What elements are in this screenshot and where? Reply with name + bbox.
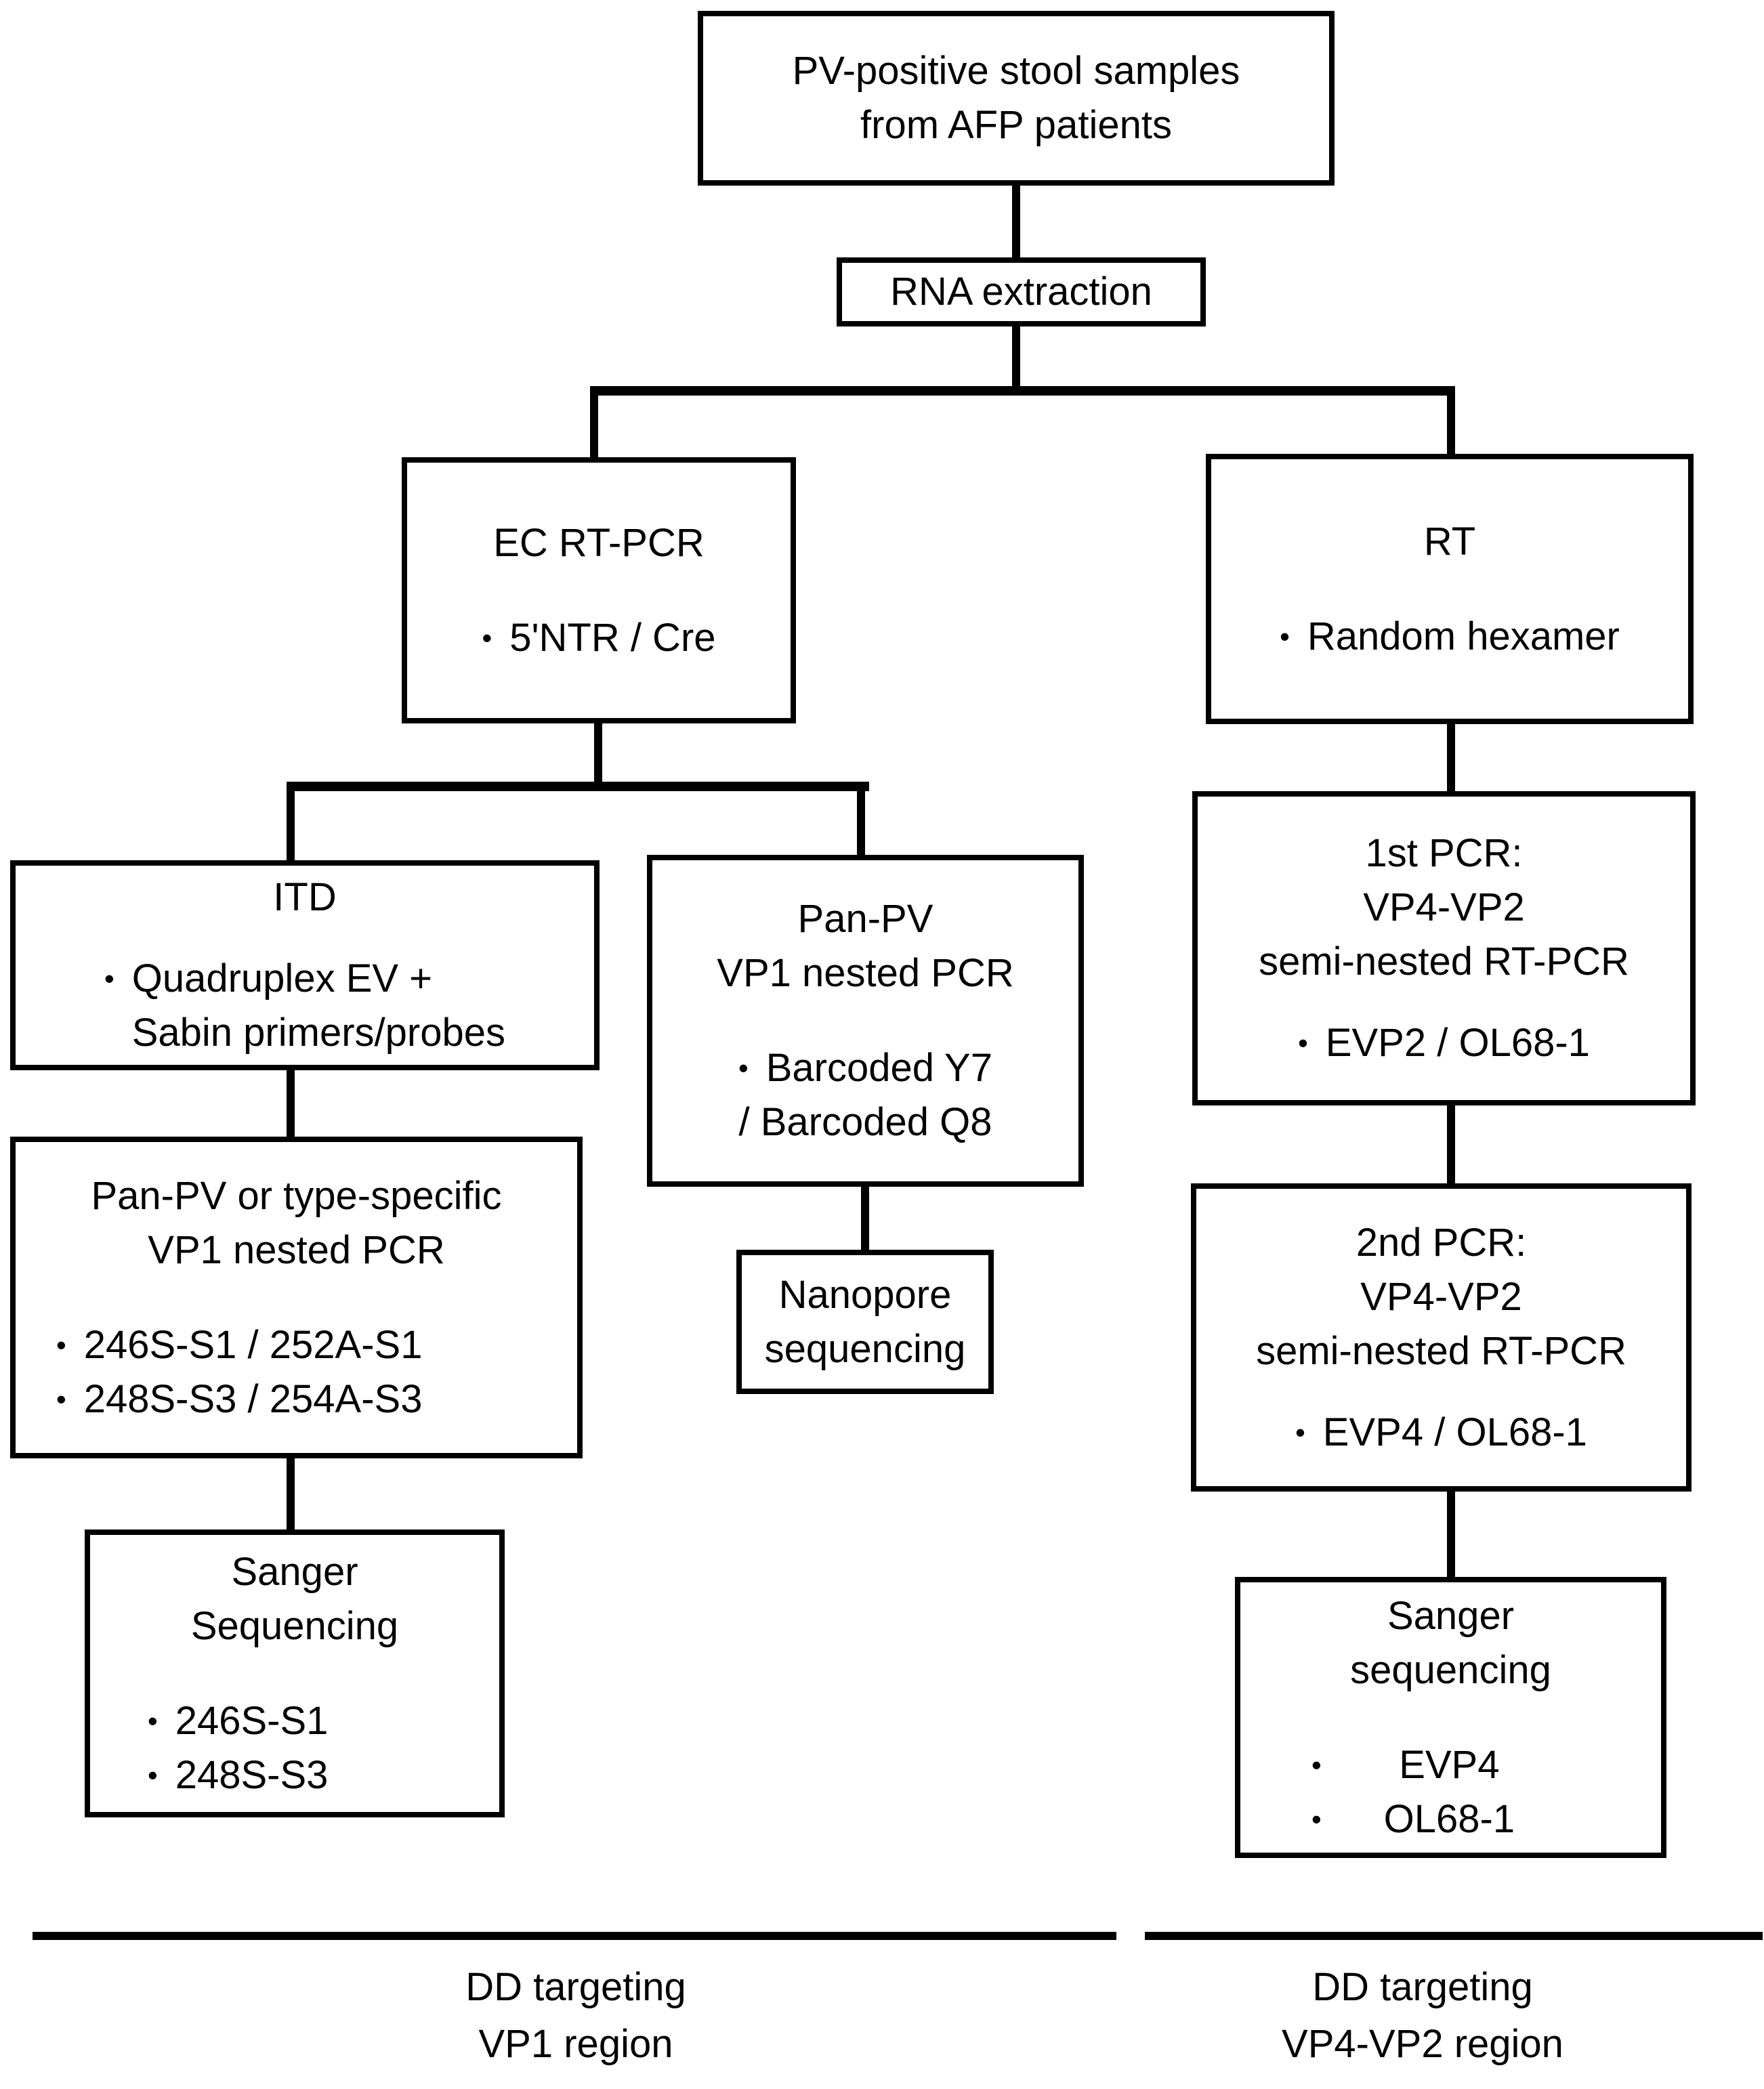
node-title: semi-nested RT-PCR: [1256, 1328, 1626, 1373]
node-text-line: sequencing: [764, 1326, 966, 1371]
node-title: ITD: [273, 875, 337, 919]
bullet-text: 248S-S3 / 254A-S3: [83, 1376, 423, 1421]
bullet-icon: •: [148, 1704, 158, 1737]
connector-second-to-sanger-right: [1447, 1492, 1455, 1580]
connector-ec-to-split2: [594, 723, 602, 786]
node-title: VP4-VP2: [1363, 885, 1525, 929]
node-title: sequencing: [1350, 1647, 1551, 1692]
connector-first-to-second-pcr: [1447, 1105, 1455, 1186]
node-nanopore-sequencing: Nanopore sequencing: [736, 1250, 994, 1394]
node-title: Pan-PV or type-specific: [91, 1173, 502, 1218]
bullet-text: Quadruplex EV + Sabin primers/probes: [132, 952, 505, 1060]
divider-line-right: [1145, 1932, 1763, 1940]
node-title: VP4-VP2: [1360, 1274, 1522, 1319]
connector-split2-to-itd: [287, 791, 295, 863]
divider-line-left: [33, 1932, 1116, 1940]
node-title: Sanger: [231, 1549, 358, 1594]
bullet-text: OL68-1: [1383, 1796, 1515, 1841]
node-sanger-sequencing-right: Sanger sequencing • EVP4 • OL68-1: [1235, 1577, 1666, 1858]
connector-rt-to-first-pcr: [1447, 724, 1455, 794]
bullet-text: 5'NTR / Cre: [509, 615, 716, 660]
bullet-icon: •: [148, 1758, 158, 1791]
footer-label-vp4-vp2: DD targeting VP4-VP2 region: [1185, 1959, 1660, 2073]
footer-label-vp1: DD targeting VP1 region: [339, 1959, 813, 2073]
bullet-item: • 248S-S3: [148, 1748, 328, 1802]
bullet-item: • OL68-1: [1240, 1792, 1661, 1847]
bullet-item: • EVP4 / OL68-1: [1295, 1406, 1587, 1460]
node-ec-rt-pcr: EC RT-PCR • 5'NTR / Cre: [402, 457, 796, 723]
connector-rna-to-split: [1012, 326, 1020, 394]
bullet-item: • 246S-S1 / 252A-S1: [56, 1318, 423, 1372]
bullet-icon: •: [56, 1383, 66, 1415]
footer-text-line: VP4-VP2 region: [1282, 2022, 1563, 2066]
bullet-item: • 248S-S3 / 254A-S3: [56, 1372, 423, 1427]
node-pan-pv-vp1-nested-pcr: Pan-PV VP1 nested PCR • Barcoded Y7 / Ba…: [647, 855, 1084, 1187]
connector-pantype-to-sanger-left: [287, 1458, 295, 1532]
bullet-text-line: Quadruplex EV +: [131, 956, 433, 1000]
connector-split-to-rt: [1447, 396, 1455, 457]
footer-text-line: DD targeting: [465, 1965, 686, 2009]
bullet-text: 248S-S3: [175, 1752, 329, 1797]
node-rt: RT • Random hexamer: [1206, 454, 1694, 724]
node-itd: ITD • Quadruplex EV + Sabin primers/prob…: [10, 860, 600, 1070]
footer-text-line: VP1 region: [478, 2022, 673, 2066]
connector-split2-to-panpv: [857, 791, 865, 858]
node-text-line: PV-positive stool samples: [792, 49, 1240, 93]
bullet-text-line: Sabin primers/probes: [131, 1011, 505, 1055]
node-text-line: from AFP patients: [860, 103, 1172, 147]
connector-itd-to-pantype: [287, 1070, 295, 1139]
connector-split-to-ec: [590, 396, 598, 460]
bullet-item: • 246S-S1: [148, 1694, 328, 1748]
node-text-line: RNA extraction: [890, 270, 1152, 314]
node-text-line: Nanopore: [778, 1272, 952, 1317]
bullet-icon: •: [1311, 1802, 1322, 1835]
node-title: VP1 nested PCR: [148, 1227, 445, 1272]
node-title: semi-nested RT-PCR: [1259, 940, 1629, 984]
bullet-icon: •: [56, 1328, 66, 1361]
node-title: 1st PCR:: [1365, 831, 1523, 875]
bullet-icon: •: [1311, 1748, 1322, 1781]
bullet-icon: •: [104, 963, 114, 994]
bullet-icon: •: [1298, 1027, 1308, 1059]
node-title: VP1 nested PCR: [717, 951, 1014, 995]
bullet-item: • Random hexamer: [1280, 610, 1620, 664]
bullet-text: 246S-S1: [175, 1698, 329, 1743]
bullet-icon: •: [738, 1052, 749, 1084]
bullet-text: Barcoded Y7: [765, 1046, 992, 1090]
node-title: EC RT-PCR: [493, 520, 705, 565]
node-title: 2nd PCR:: [1356, 1220, 1527, 1265]
bullet-item: • Quadruplex EV + Sabin primers/probes: [104, 952, 505, 1060]
node-first-pcr: 1st PCR: VP4-VP2 semi-nested RT-PCR • EV…: [1192, 791, 1696, 1105]
connector-panpv-to-nanopore: [861, 1187, 869, 1252]
bullet-item: • EVP2 / OL68-1: [1298, 1016, 1590, 1070]
bullet-text-continuation: / Barcoded Q8: [738, 1100, 992, 1144]
connector-split-bar-top: [590, 386, 1455, 396]
bullet-text: EVP2 / OL68-1: [1325, 1021, 1590, 1065]
bullet-icon: •: [1295, 1416, 1305, 1448]
bullet-icon: •: [1280, 620, 1290, 652]
node-second-pcr: 2nd PCR: VP4-VP2 semi-nested RT-PCR • EV…: [1191, 1183, 1692, 1492]
bullet-list: • EVP4 • OL68-1: [1240, 1738, 1661, 1847]
node-stool-samples: PV-positive stool samples from AFP patie…: [698, 11, 1335, 186]
bullet-item: • Barcoded Y7: [738, 1041, 992, 1095]
node-rna-extraction: RNA extraction: [837, 257, 1206, 326]
bullet-text: Random hexamer: [1307, 614, 1620, 658]
node-sanger-sequencing-left: Sanger Sequencing • 246S-S1 • 248S-S3: [85, 1529, 505, 1817]
bullet-text: 246S-S1 / 252A-S1: [83, 1322, 423, 1367]
node-title: RT: [1423, 519, 1476, 564]
node-title: Sanger: [1387, 1593, 1515, 1638]
connector-root-to-rna: [1012, 186, 1020, 260]
bullet-text: EVP4 / OL68-1: [1322, 1410, 1587, 1454]
node-title: Pan-PV: [797, 897, 933, 941]
bullet-icon: •: [482, 621, 492, 654]
bullet-list: • 246S-S1 • 248S-S3: [90, 1694, 499, 1802]
bullet-list: • 246S-S1 / 252A-S1 • 248S-S3 / 254A-S3: [16, 1318, 577, 1427]
bullet-text: EVP4: [1399, 1742, 1500, 1787]
node-title: Sequencing: [190, 1603, 399, 1648]
connector-split-bar-ec: [287, 782, 869, 791]
bullet-item: • 5'NTR / Cre: [482, 611, 715, 665]
bullet-item: • EVP4: [1240, 1738, 1661, 1792]
footer-text-line: DD targeting: [1312, 1965, 1533, 2009]
node-pan-pv-or-type-specific-pcr: Pan-PV or type-specific VP1 nested PCR •…: [10, 1137, 583, 1458]
